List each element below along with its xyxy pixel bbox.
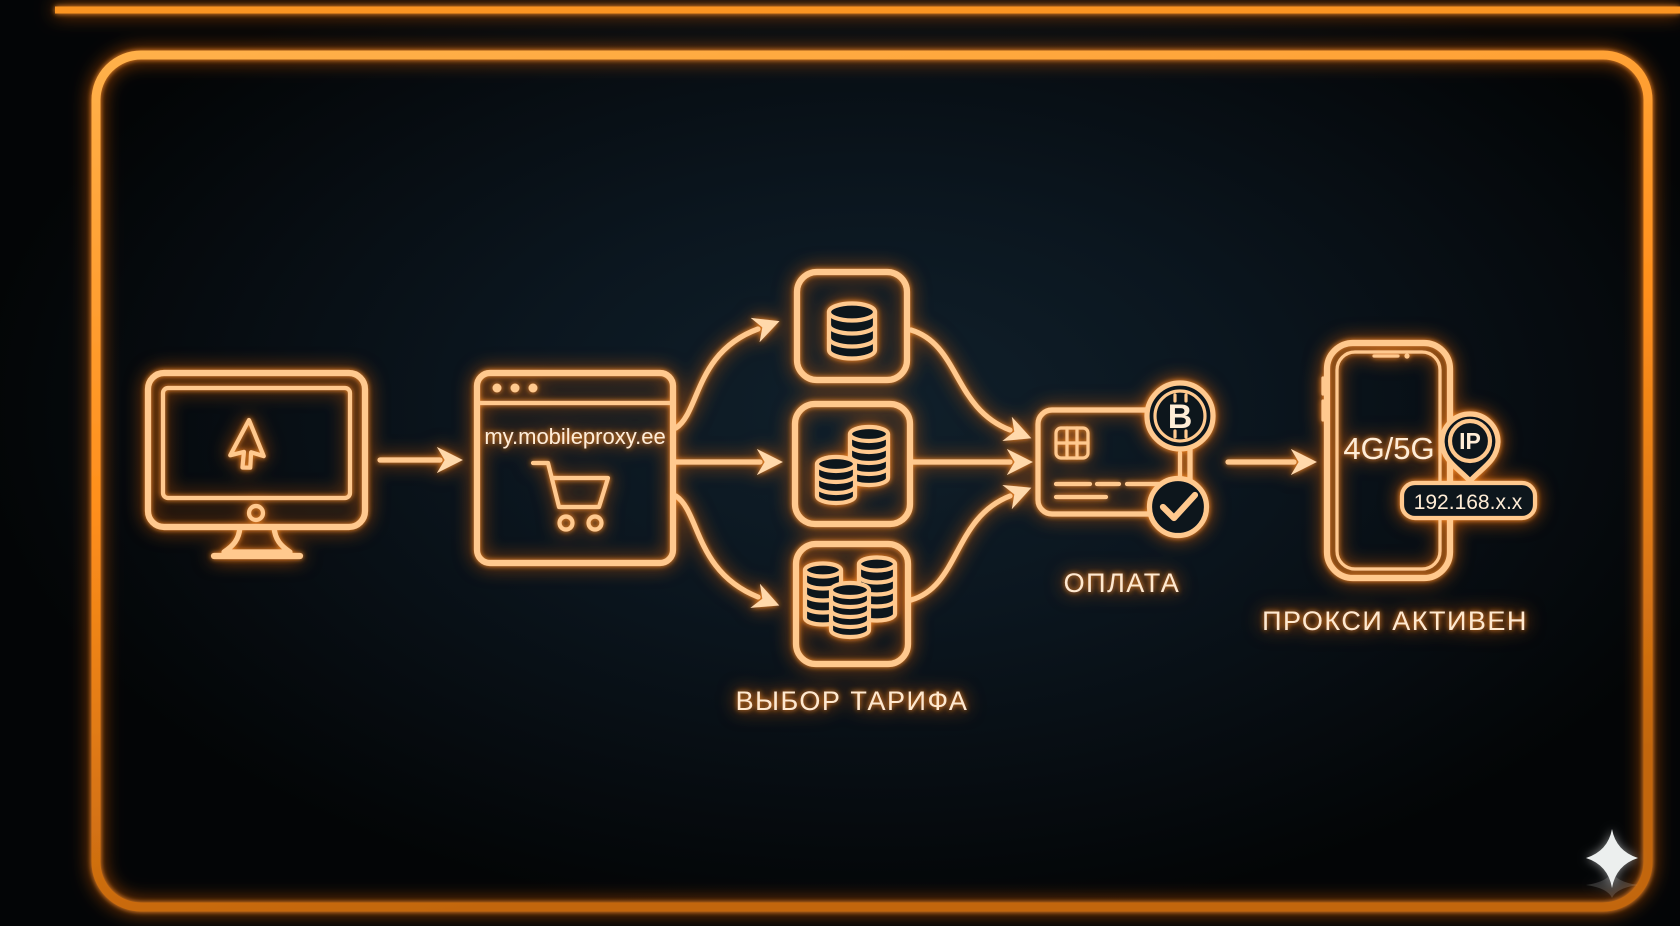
bitcoin-icon: B [1144,380,1216,452]
sparkle-logo [1586,829,1638,899]
arrows-tariffs-to-payment [908,327,1033,603]
browser-dot [510,383,520,393]
ip-pin-icon: IP [1439,411,1501,484]
site-url: my.mobileproxy.ee [484,424,665,449]
monitor-stand [221,524,293,555]
browser-window-cart-icon: my.mobileproxy.ee [473,369,677,567]
ip-address-badge: 192.168.x.x [1399,480,1538,521]
desktop-monitor-cursor-icon [144,369,369,560]
card-chip [1054,426,1090,460]
check-circle-icon [1146,475,1210,539]
phone-camera [1404,353,1410,359]
coin-stack [828,580,872,640]
bitcoin-symbol: B [1168,398,1193,436]
ip-address-text: 192.168.x.x [1414,491,1523,514]
shopping-cart-icon [530,460,611,532]
credit-card-icon [1035,407,1193,517]
payment-label: ОПЛАТА [1064,568,1181,598]
network-type-text: 4G/5G [1343,431,1434,466]
tariff-large-coin-stacks-icon [792,540,912,668]
tariff-medium-coin-stacks-icon [791,400,914,528]
browser-dot [528,383,538,393]
tariff-small-coin-stack-icon [793,268,911,384]
arrows-browser-to-tariffs [673,317,783,608]
tariff-label: ВЫБОР ТАРИФА [736,686,969,716]
phone-icon: 4G/5G [1321,339,1454,582]
cursor-arrow-icon [228,417,266,470]
coin-stack [814,454,858,506]
monitor-button [246,503,266,523]
ip-pin-label: IP [1459,428,1481,454]
browser-dot [492,383,502,393]
proxy-active-label: ПРОКСИ АКТИВЕН [1262,606,1528,636]
neon-frame-border [55,6,1680,912]
